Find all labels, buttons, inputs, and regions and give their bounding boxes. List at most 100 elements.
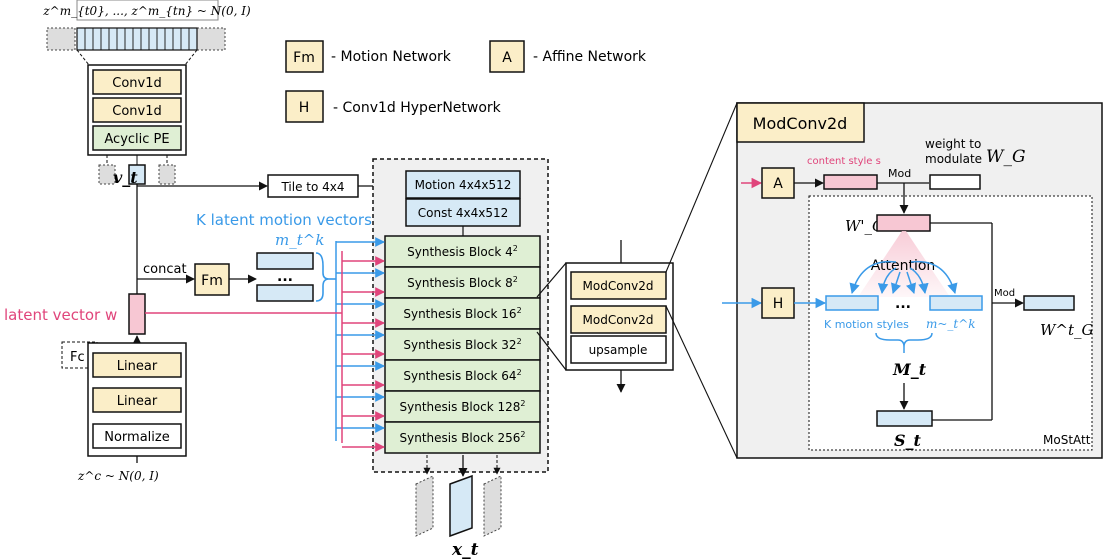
noise-pad-left bbox=[46, 27, 76, 51]
xt-label: x_t bbox=[451, 540, 479, 560]
conv1d-label-1: Conv1d bbox=[112, 76, 162, 91]
legend-a-symbol: A bbox=[502, 50, 512, 66]
st-label: S_t bbox=[894, 431, 922, 450]
mapping-network: latent vector w Fc Linear Linear Normali… bbox=[4, 293, 187, 483]
legend-h-symbol: H bbox=[299, 100, 310, 116]
synthesis-block-superscript: 2 bbox=[513, 275, 518, 284]
motion-styles-var: m~_t^k bbox=[926, 317, 976, 331]
conv1d-block-2 bbox=[92, 97, 182, 123]
motion-network-symbol: Fm bbox=[201, 273, 223, 289]
content-style-label: content style s bbox=[807, 156, 881, 167]
mod-label-1: Mod bbox=[888, 167, 911, 180]
upsample-box bbox=[570, 335, 667, 364]
motion-network-box bbox=[194, 263, 230, 296]
legend: Fm - Motion Network A - Affine Network H… bbox=[285, 40, 647, 123]
const-input-label: Const 4x4x512 bbox=[418, 206, 508, 220]
attention-fan bbox=[858, 231, 950, 297]
synthesis-block-stack: Synthesis Block 42 Synthesis Block 82 Synt… bbox=[384, 235, 541, 454]
modconv2d-box-2 bbox=[570, 305, 667, 334]
legend-h-label: - Conv1d HyperNetwork bbox=[333, 100, 502, 116]
mostatt-frame bbox=[808, 195, 1093, 451]
mod-label-2: Mod bbox=[994, 288, 1015, 299]
weight-prime-vector bbox=[876, 214, 931, 232]
weight-label-line1: weight to bbox=[925, 137, 981, 151]
motion-vector-k bbox=[256, 284, 314, 302]
synthesis-block-superscript: 2 bbox=[520, 399, 525, 408]
synthesis-block bbox=[384, 359, 541, 392]
pink-injection-arrows bbox=[342, 256, 385, 452]
motion-input-box bbox=[405, 170, 521, 199]
weight-prime-var: W'_G bbox=[845, 217, 884, 235]
weight-label-line2: modulate bbox=[925, 152, 982, 166]
motion-input-label: Motion 4x4x512 bbox=[415, 178, 512, 192]
motion-vector-1 bbox=[256, 252, 314, 270]
motion-encoder: Conv1d Conv1d Acyclic PE v_t bbox=[87, 64, 187, 187]
modconv2d-box-1 bbox=[570, 271, 667, 300]
motion-style-k bbox=[929, 295, 983, 311]
synthesis-block-superscript: 2 bbox=[517, 368, 522, 377]
normalize-block bbox=[92, 423, 182, 449]
wt-vector bbox=[1023, 295, 1075, 311]
synthesis-block-label: Synthesis Block 162 bbox=[403, 306, 521, 321]
noise-sequence bbox=[76, 27, 198, 51]
legend-a-label: - Affine Network bbox=[533, 49, 647, 65]
synthesis-block-label: Synthesis Block 2562 bbox=[400, 430, 526, 445]
linear-block-2 bbox=[92, 387, 182, 413]
noise-sequence-ticks bbox=[84, 28, 190, 50]
top-formula: z^m_{t0}, ..., z^m_{tn} ~ N(0, I) bbox=[42, 4, 251, 18]
affine-network-symbol: A bbox=[773, 176, 783, 192]
conv1d-label-2: Conv1d bbox=[112, 104, 162, 119]
modconv-title: ModConv2d bbox=[753, 114, 848, 133]
linear-label-2: Linear bbox=[117, 394, 158, 409]
latent-vector-label: latent vector w bbox=[4, 306, 117, 324]
legend-fm-box bbox=[285, 40, 324, 73]
legend-fm-symbol: Fm bbox=[293, 50, 315, 66]
vt-label: v_t bbox=[113, 168, 138, 187]
motion-vectors-brace bbox=[315, 252, 330, 302]
mt-label: M_t bbox=[892, 360, 927, 379]
modconv2d-label-2: ModConv2d bbox=[583, 313, 654, 327]
attention-arrows bbox=[849, 260, 958, 295]
synthesis-block bbox=[384, 297, 541, 330]
acyclic-pe-block bbox=[92, 125, 182, 151]
hyper-network-box bbox=[761, 287, 795, 319]
latent-vector-w bbox=[128, 293, 146, 335]
hyper-network-symbol: H bbox=[773, 296, 784, 312]
normalize-label: Normalize bbox=[104, 430, 169, 445]
bottom-formula: z^c ~ N(0, I) bbox=[77, 469, 159, 483]
synthesis-block-label: Synthesis Block 42 bbox=[407, 244, 518, 259]
synthesis-block bbox=[384, 421, 541, 454]
noise-pad-right bbox=[196, 27, 226, 51]
motion-vector-var: m_t^k bbox=[275, 231, 324, 249]
weight-var: W_G bbox=[986, 147, 1026, 167]
block-detail: ModConv2d ModConv2d upsample bbox=[536, 102, 738, 459]
acyclic-pe-label: Acyclic PE bbox=[104, 132, 169, 147]
conv1d-block-1 bbox=[92, 69, 182, 95]
synthesis-block bbox=[384, 390, 541, 423]
st-vector bbox=[876, 410, 933, 427]
modconv-title-box bbox=[736, 102, 865, 143]
wt-label: W^t_G bbox=[1040, 321, 1094, 339]
tile-label: Tile to 4x4 bbox=[280, 180, 344, 194]
blue-injection-arrows bbox=[336, 237, 385, 433]
motion-styles-label: K motion styles bbox=[824, 318, 909, 331]
k-vectors-label: K latent motion vectors bbox=[196, 211, 372, 229]
motion-style-1 bbox=[825, 295, 879, 311]
synthesis-block-label: Synthesis Block 322 bbox=[403, 337, 521, 352]
synthesis-block-label: Synthesis Block 642 bbox=[403, 368, 521, 383]
modconv2d-label-1: ModConv2d bbox=[583, 279, 654, 293]
output-frame-next bbox=[483, 475, 502, 537]
upsample-label: upsample bbox=[589, 343, 648, 357]
synthesis-block-superscript: 2 bbox=[517, 306, 522, 315]
synthesis-block-superscript: 2 bbox=[513, 244, 518, 253]
content-style-vector bbox=[823, 174, 878, 190]
attention-label: Attention bbox=[871, 258, 936, 274]
synthesis-block-label: Synthesis Block 82 bbox=[407, 275, 518, 290]
synthesis-block-superscript: 2 bbox=[517, 337, 522, 346]
synthesis-block-superscript: 2 bbox=[520, 430, 525, 439]
mostatt-label: MoStAtt bbox=[1043, 433, 1091, 447]
legend-fm-label: - Motion Network bbox=[331, 49, 452, 65]
linear-block-1 bbox=[92, 352, 182, 378]
top-formula-box bbox=[76, 0, 219, 21]
vt-pad-left bbox=[98, 164, 116, 185]
